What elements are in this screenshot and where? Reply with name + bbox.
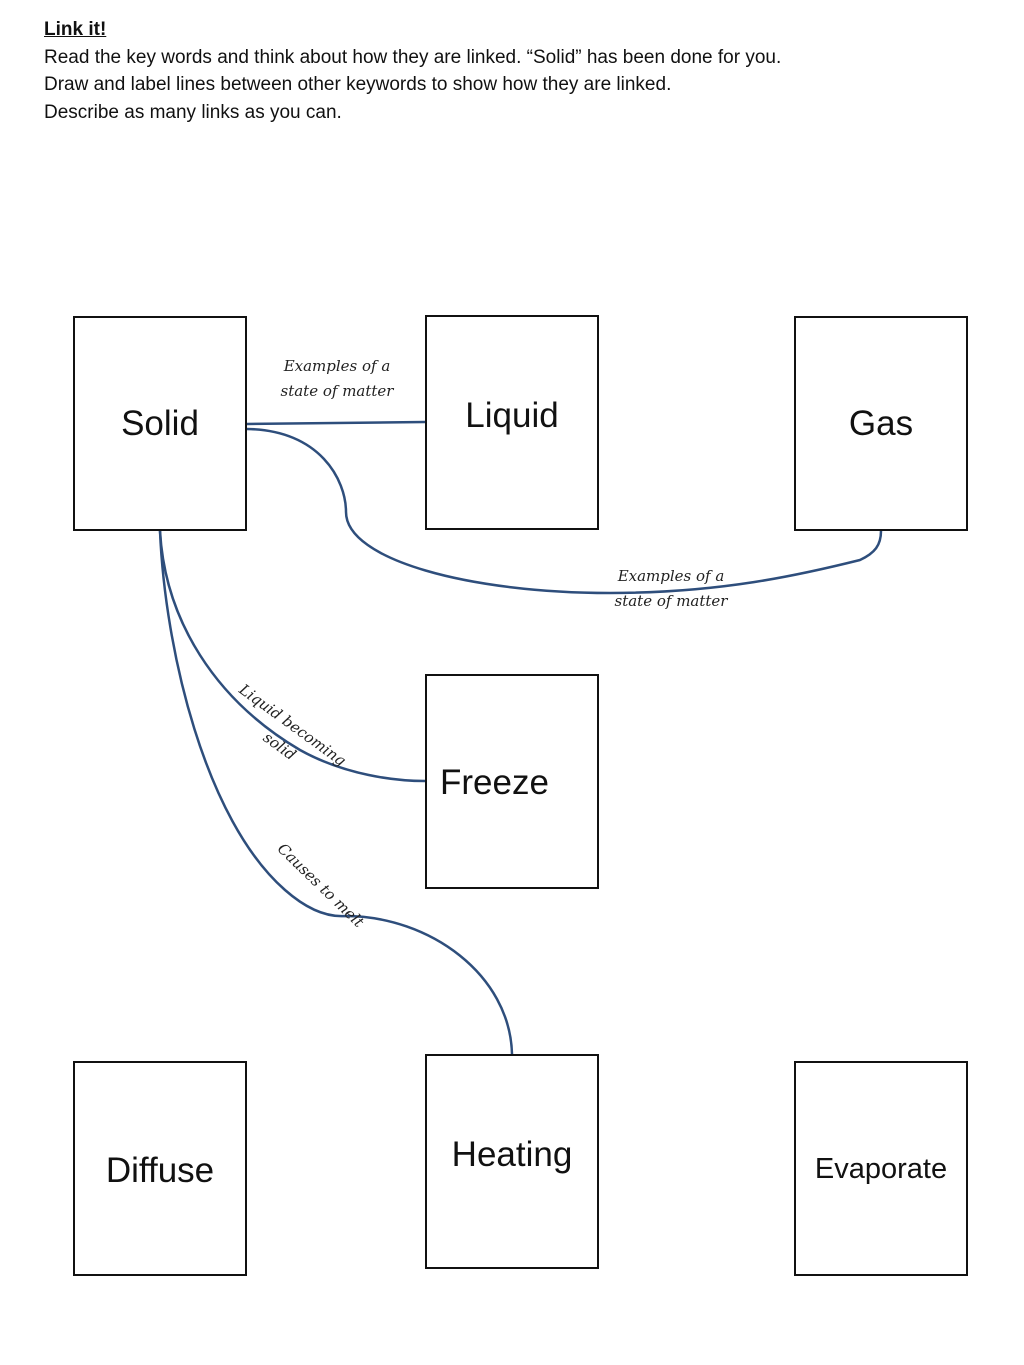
keyword-freeze: Freeze (440, 762, 549, 802)
instruction-line-2: Draw and label lines between other keywo… (44, 74, 672, 95)
keyword-box-gas: Gas (794, 316, 968, 531)
keyword-diffuse: Diffuse (105, 1150, 215, 1190)
label-solid-liquid-2: state of matter (281, 382, 395, 400)
link-solid-liquid (246, 420, 426, 426)
keyword-box-evaporate: Evaporate (794, 1061, 968, 1276)
keyword-evaporate: Evaporate (814, 1152, 948, 1185)
keyword-box-solid: Solid (73, 316, 247, 531)
keyword-box-diffuse: Diffuse (73, 1061, 247, 1276)
label-solid-heating: Causes to melt (274, 840, 368, 932)
keyword-box-freeze: Freeze (425, 674, 599, 889)
keyword-solid: Solid (121, 403, 199, 443)
keyword-box-liquid: Liquid (425, 315, 599, 530)
keyword-heating: Heating (451, 1135, 573, 1174)
link-solid-gas (246, 427, 883, 595)
label-solid-liquid-1: Examples of a (283, 357, 391, 375)
label-solid-gas-1: Examples of a (617, 567, 725, 585)
instructions: Link it! Read the key words and think ab… (44, 16, 1004, 126)
instruction-line-1: Read the key words and think about how t… (44, 46, 782, 68)
keyword-liquid: Liquid (465, 395, 559, 435)
link-solid-freeze (158, 530, 426, 783)
link-solid-heating (158, 530, 514, 1055)
instruction-line-3: Describe as many links as you can. (44, 101, 342, 123)
keyword-gas: Gas (848, 403, 914, 443)
label-solid-gas-2: state of matter (615, 592, 729, 610)
worksheet-title: Link it! (44, 19, 107, 40)
keyword-box-heating: Heating (425, 1054, 599, 1269)
